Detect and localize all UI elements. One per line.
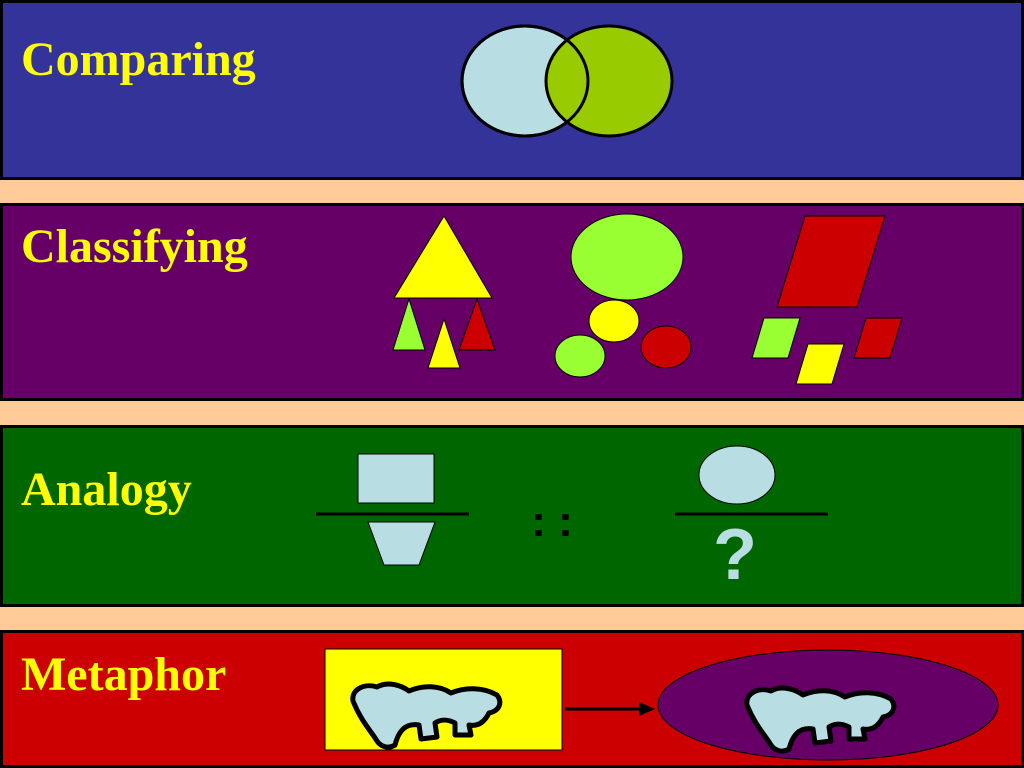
venn-diagram-icon [460,24,674,138]
comparing-label: Comparing [21,33,256,86]
denominator-trapezoid [367,521,436,566]
analogy-label: Analogy [21,463,192,516]
unknown-question-mark: ? [713,515,757,595]
classifying-band: Classifying [0,203,1024,401]
large-red-parallelogram [776,215,886,308]
parallelogram-group [751,215,903,385]
metaphor-label: Metaphor [21,648,227,701]
triangle-group [392,215,496,369]
small-yellow-triangle [427,317,461,369]
metaphor-band: Metaphor [0,630,1024,768]
small-red-circle [640,325,692,369]
circle-group [554,213,692,378]
classifying-label: Classifying [21,220,248,273]
metaphor-arrow-head [639,702,655,716]
small-green-parallelogram [751,317,801,359]
ratio-separator: : : [531,497,573,546]
large-green-circle [570,213,684,301]
venn-left-outline [460,24,590,138]
shape-groups-icon [392,213,903,385]
numerator-oval [698,445,776,505]
blob-shape-icon [324,648,999,761]
venn-right-circle [544,24,674,138]
numerator-square [357,453,435,504]
small-yellow-parallelogram [795,343,845,385]
small-red-parallelogram [853,317,903,359]
analogy-band: Analogy : : ? [0,425,1024,607]
small-yellow-circle [588,299,640,343]
analogy-ratio-icon: : : ? [316,445,828,595]
small-green-triangle [392,297,426,351]
comparing-band: Comparing [0,0,1024,180]
small-red-triangle [458,297,496,351]
large-yellow-triangle [393,215,493,299]
small-green-circle [554,334,606,378]
